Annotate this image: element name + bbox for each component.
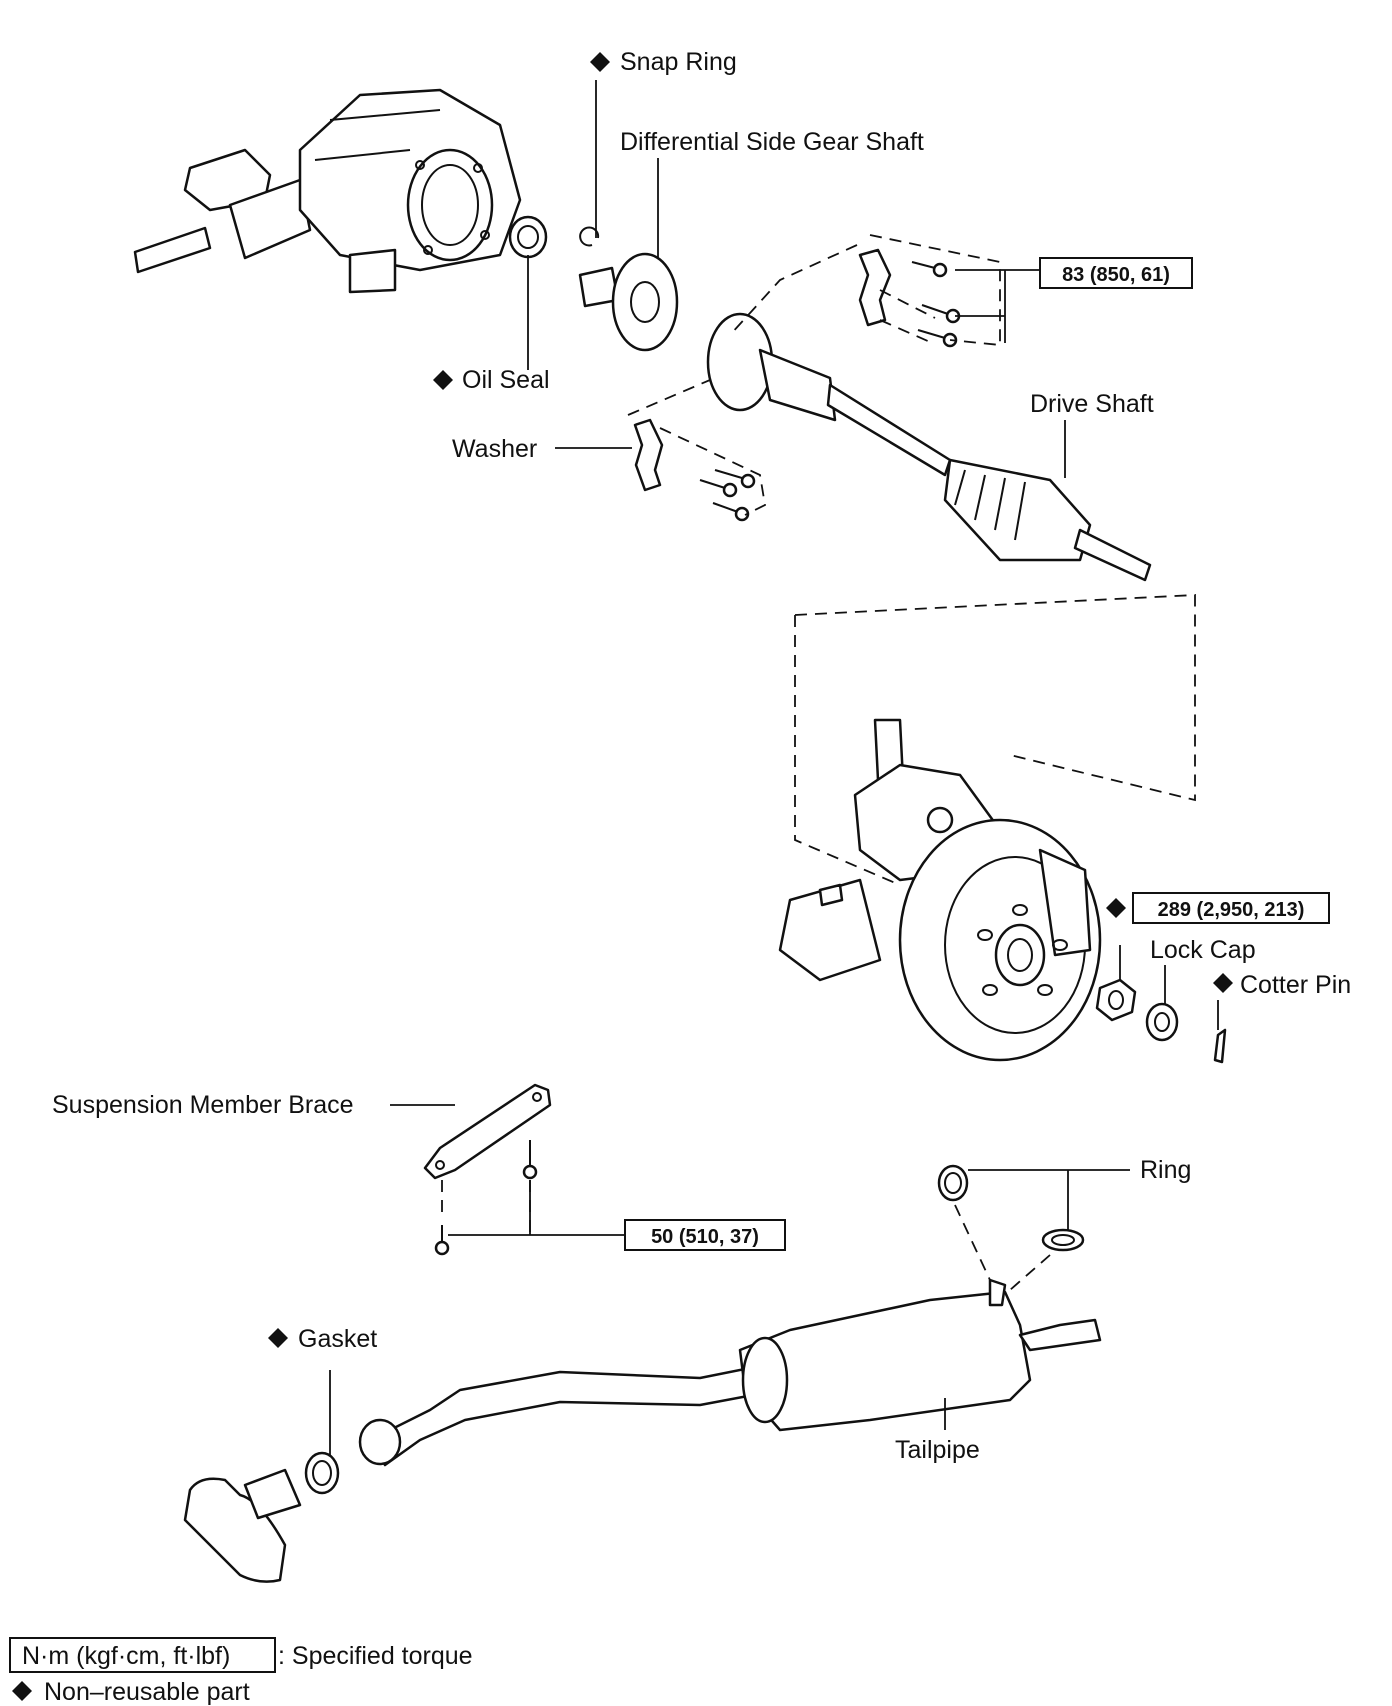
drive-shaft-label: Drive Shaft	[1030, 390, 1154, 418]
tailpipe-label: Tailpipe	[895, 1436, 980, 1464]
oil-seal-callout: Oil Seal	[433, 366, 550, 394]
nonreusable-diamond-icon	[433, 370, 453, 390]
legend-torque-unit: N·m (kgf·cm, ft·lbf)	[22, 1642, 230, 1670]
cotter-pin-callout: Cotter Pin	[1213, 971, 1351, 999]
suspension-member-brace-label: Suspension Member Brace	[52, 1091, 354, 1119]
wheel-hub-assembly	[778, 594, 1196, 1062]
snap-ring-label: Snap Ring	[620, 48, 737, 76]
nonreusable-diamond-icon	[268, 1328, 288, 1348]
torque-box-brace: 50 (510, 37)	[624, 1219, 786, 1251]
suspension-member-brace-part	[423, 1083, 552, 1256]
diff-side-gear-shaft-label: Differential Side Gear Shaft	[620, 128, 924, 156]
lock-cap-label: Lock Cap	[1150, 936, 1256, 964]
torque-value-axle-nut: 289 (2,950, 213)	[1158, 899, 1305, 921]
axle-nut-part	[1095, 978, 1137, 1022]
nonreusable-diamond-icon	[590, 52, 610, 72]
upper-washer-plate	[858, 248, 961, 348]
legend-torque-desc: : Specified torque	[278, 1642, 473, 1670]
drive-shaft-part	[706, 312, 1152, 582]
legend-nonreusable-desc: Non–reusable part	[44, 1678, 250, 1706]
torque-value-drive-shaft: 83 (850, 61)	[1062, 264, 1170, 286]
nonreusable-diamond-icon	[1213, 973, 1233, 993]
exhaust-muffler-part	[183, 1164, 1102, 1583]
nonreusable-diamond-icon	[12, 1681, 32, 1701]
gasket-label: Gasket	[298, 1325, 377, 1353]
gasket-callout: Gasket	[268, 1325, 377, 1353]
lock-cap-part	[1145, 1002, 1179, 1042]
leader-lines	[329, 80, 1219, 1455]
torque-value-brace: 50 (510, 37)	[651, 1226, 759, 1248]
legend: N·m (kgf·cm, ft·lbf) : Specified torque …	[9, 1637, 473, 1706]
oil-seal-part	[508, 215, 548, 259]
alignment-lines-upper	[627, 234, 1001, 516]
washer-part	[633, 418, 756, 522]
differential-housing	[133, 88, 522, 294]
oil-seal-label: Oil Seal	[462, 366, 550, 394]
cotter-pin-label: Cotter Pin	[1240, 971, 1351, 999]
cotter-pin-part	[1213, 1028, 1227, 1064]
snap-ring-callout: Snap Ring	[590, 48, 737, 76]
nonreusable-diamond-icon	[1106, 898, 1126, 918]
differential-side-gear-shaft-part	[578, 252, 679, 352]
legend-torque-box	[9, 1637, 276, 1673]
torque-box-axle-nut: 289 (2,950, 213)	[1106, 892, 1330, 924]
ring-label: Ring	[1140, 1156, 1191, 1184]
torque-box-drive-shaft: 83 (850, 61)	[1039, 257, 1193, 289]
washer-label: Washer	[452, 435, 537, 463]
